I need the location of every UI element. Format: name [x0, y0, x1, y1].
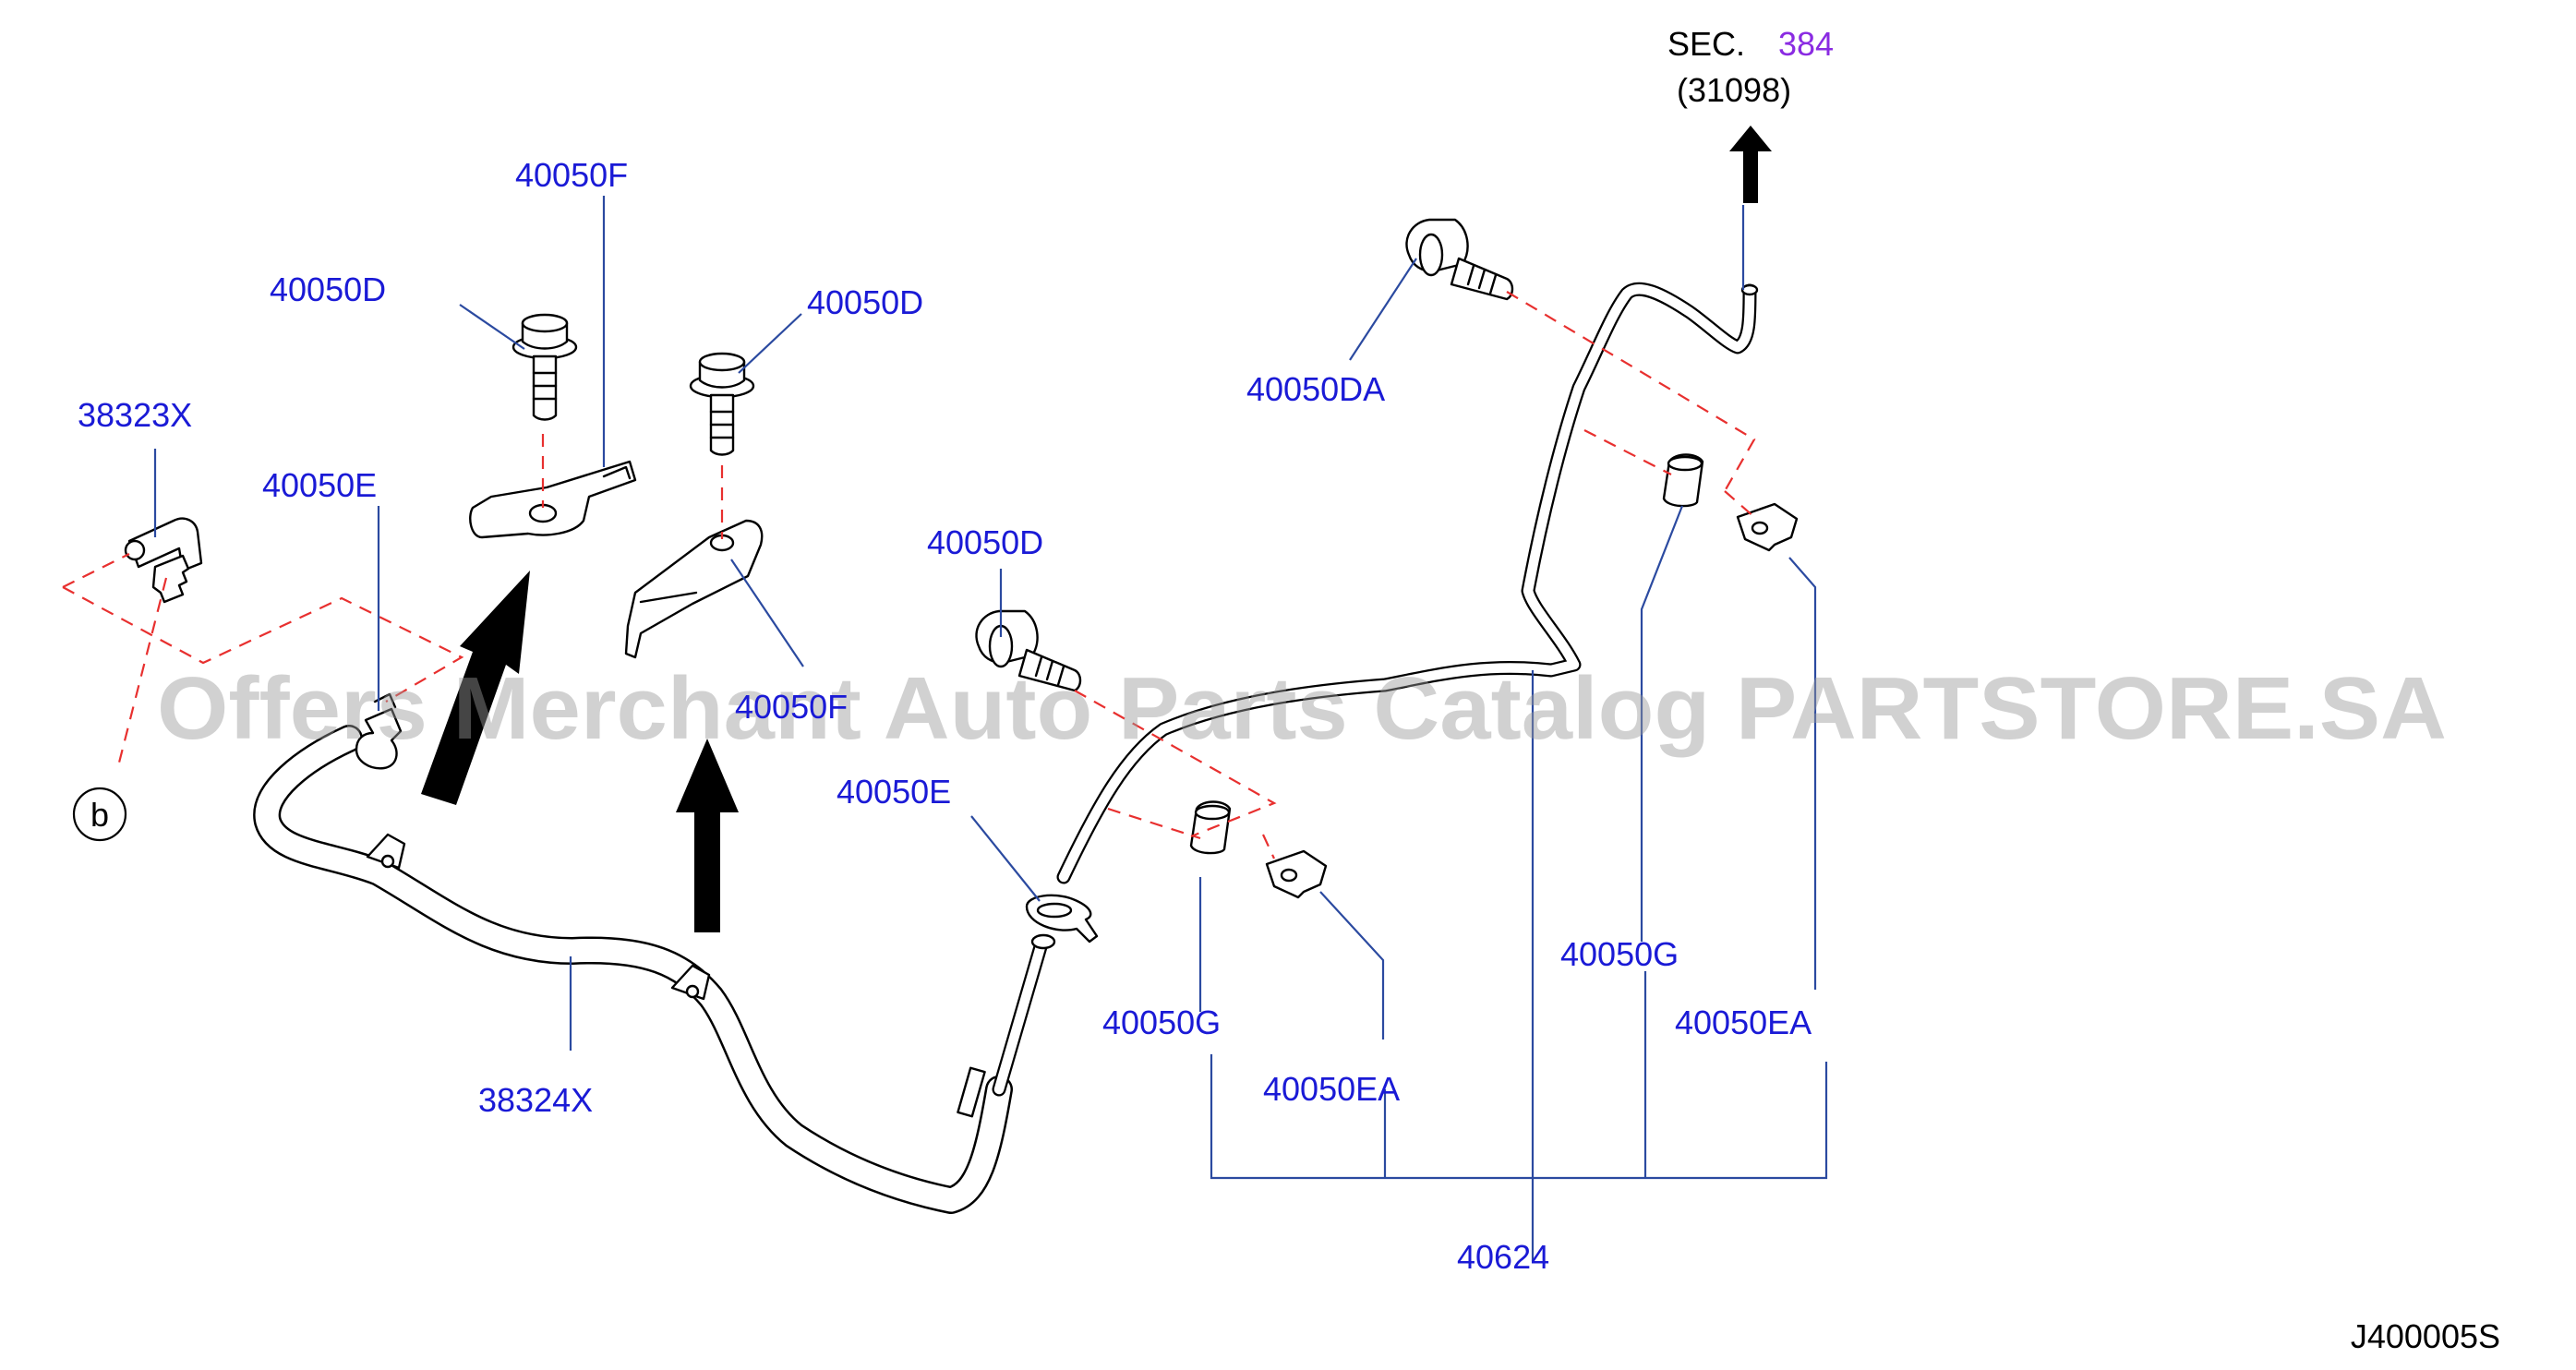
label-40050f-hidden[interactable]: 40050F: [735, 688, 848, 726]
label-38324x[interactable]: 38324X: [478, 1081, 593, 1119]
bracket-40050f-top: [469, 460, 637, 539]
hose-38324x: [253, 725, 1056, 1214]
bolt-40050d-center: [975, 609, 1082, 692]
label-40050d-mid[interactable]: 40050D: [807, 283, 923, 321]
label-40050ea-right[interactable]: 40050EA: [1675, 1003, 1812, 1041]
label-40050d-left[interactable]: 40050D: [270, 270, 386, 308]
label-38323x[interactable]: 38323X: [78, 396, 192, 434]
dashed-lines: [62, 291, 1756, 859]
label-40050ea-left[interactable]: 40050EA: [1263, 1070, 1400, 1108]
callout-b-label: b: [90, 796, 109, 834]
label-40050e-center[interactable]: 40050E: [837, 773, 951, 811]
label-40050da[interactable]: 40050DA: [1246, 370, 1385, 408]
callout-b: b: [72, 787, 127, 842]
bolt-40050d-mid: [689, 352, 755, 456]
leader-lines: [153, 196, 1828, 1261]
label-40050g-right[interactable]: 40050G: [1560, 935, 1679, 973]
section-sub: (31098): [1677, 71, 1791, 109]
pipe-40624: [1056, 282, 1759, 884]
label-40050e-left[interactable]: 40050E: [262, 466, 377, 504]
label-40624[interactable]: 40624: [1457, 1238, 1549, 1276]
label-40050f-top[interactable]: 40050F: [515, 156, 628, 194]
grommet-40050g-right: [1662, 453, 1704, 508]
bracket-40050f-hidden: [624, 519, 764, 659]
section-prefix: SEC.: [1667, 25, 1745, 63]
clamp-40050e-center: [1025, 894, 1099, 943]
label-40050g-left[interactable]: 40050G: [1102, 1003, 1221, 1041]
arrow-up-to-section: [1729, 126, 1772, 203]
section-number[interactable]: 384: [1778, 25, 1834, 63]
arrow-bracket-top: [421, 571, 530, 805]
clip-40050ea-right: [1736, 502, 1799, 552]
grommet-40050g-left: [1189, 800, 1232, 855]
bolt-40050d-left: [512, 313, 578, 421]
clip-40050ea-left: [1265, 849, 1328, 899]
bolt-40050da: [1405, 218, 1514, 301]
clamp-40050e-left: [355, 692, 403, 770]
arrow-bracket-lower: [676, 739, 739, 932]
watermark: Offers Merchant Auto Parts Catalog PARTS…: [157, 659, 2447, 758]
section-reference: SEC. 384 (31098): [1667, 25, 1834, 109]
connector-38323x: [124, 517, 203, 604]
drawing-code: J400005S: [2351, 1317, 2500, 1355]
label-40050d-center[interactable]: 40050D: [927, 523, 1043, 561]
